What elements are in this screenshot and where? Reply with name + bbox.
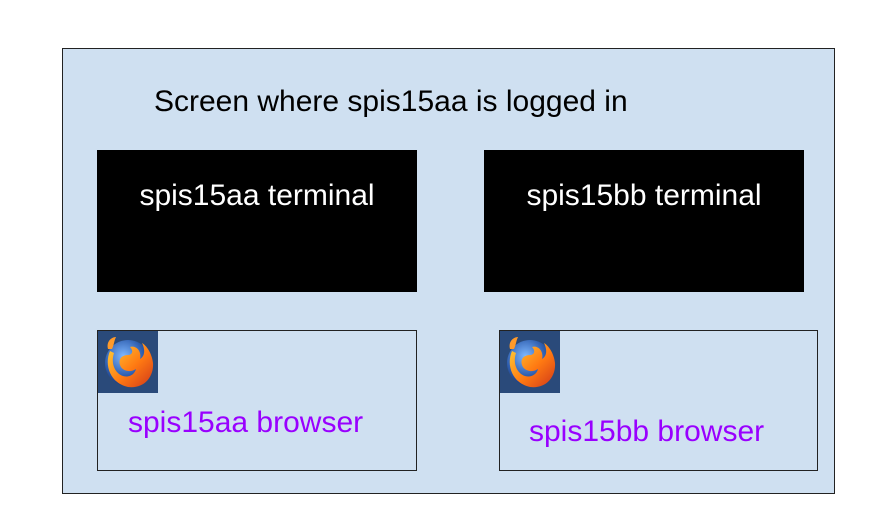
browser-window-spis15bb: spis15bb browser	[499, 330, 818, 471]
browser-label-spis15aa: spis15aa browser	[128, 406, 364, 439]
firefox-icon	[98, 331, 158, 393]
screen-title: Screen where spis15aa is logged in	[154, 85, 628, 118]
terminal-label-spis15aa: spis15aa terminal	[139, 179, 375, 212]
terminal-window-spis15bb: spis15bb terminal	[484, 150, 804, 292]
firefox-icon	[500, 331, 560, 393]
browser-window-spis15aa: spis15aa browser	[97, 330, 417, 471]
browser-label-spis15bb: spis15bb browser	[529, 415, 765, 448]
terminal-label-spis15bb: spis15bb terminal	[526, 179, 762, 212]
terminal-window-spis15aa: spis15aa terminal	[97, 150, 417, 292]
